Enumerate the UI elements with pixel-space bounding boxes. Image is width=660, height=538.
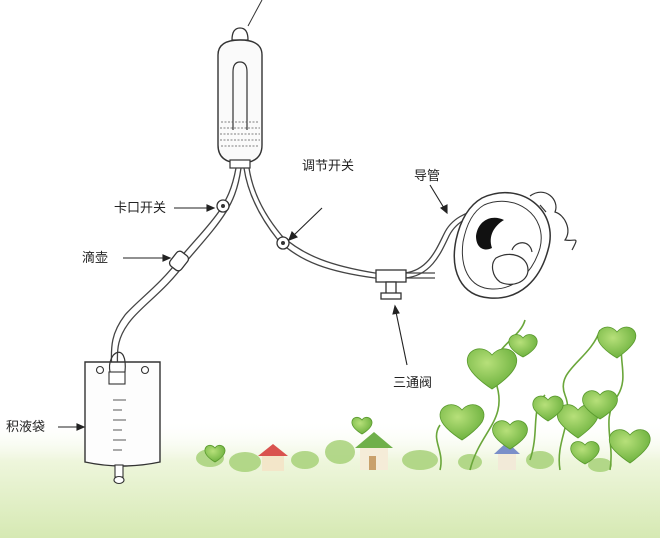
irrigation-bottle (217, 0, 263, 169)
bushes (196, 440, 612, 472)
clamp-switch (216, 199, 230, 213)
bag-scale-marks (113, 399, 126, 451)
background-scenery (0, 319, 660, 538)
drainage-bag (84, 351, 161, 485)
bottle-body (217, 39, 263, 164)
label-drainage-bag: 积液袋 (6, 420, 45, 435)
label-arrows (58, 184, 448, 431)
drip-chamber (168, 250, 190, 272)
label-drip-chamber: 滴壶 (82, 250, 108, 266)
patient-organ (453, 191, 577, 299)
three-way-valve (375, 269, 407, 300)
label-catheter: 导管 (414, 169, 440, 184)
house-blue (494, 442, 520, 470)
bottle-liquid-lines (220, 121, 260, 147)
regulator-switch (276, 236, 290, 250)
label-regulator-switch: 调节开关 (302, 159, 354, 174)
hanger-line (247, 0, 263, 27)
bottle-cap (231, 27, 249, 41)
bottle-neck (229, 159, 251, 169)
leaves (204, 326, 651, 465)
label-clamp-switch: 卡口开关 (114, 201, 166, 216)
label-three-way-valve: 三通阀 (393, 376, 432, 391)
house-green (355, 432, 393, 470)
house-red (258, 444, 288, 471)
tubing (110, 167, 486, 373)
bottle-inner-tube (232, 61, 248, 130)
